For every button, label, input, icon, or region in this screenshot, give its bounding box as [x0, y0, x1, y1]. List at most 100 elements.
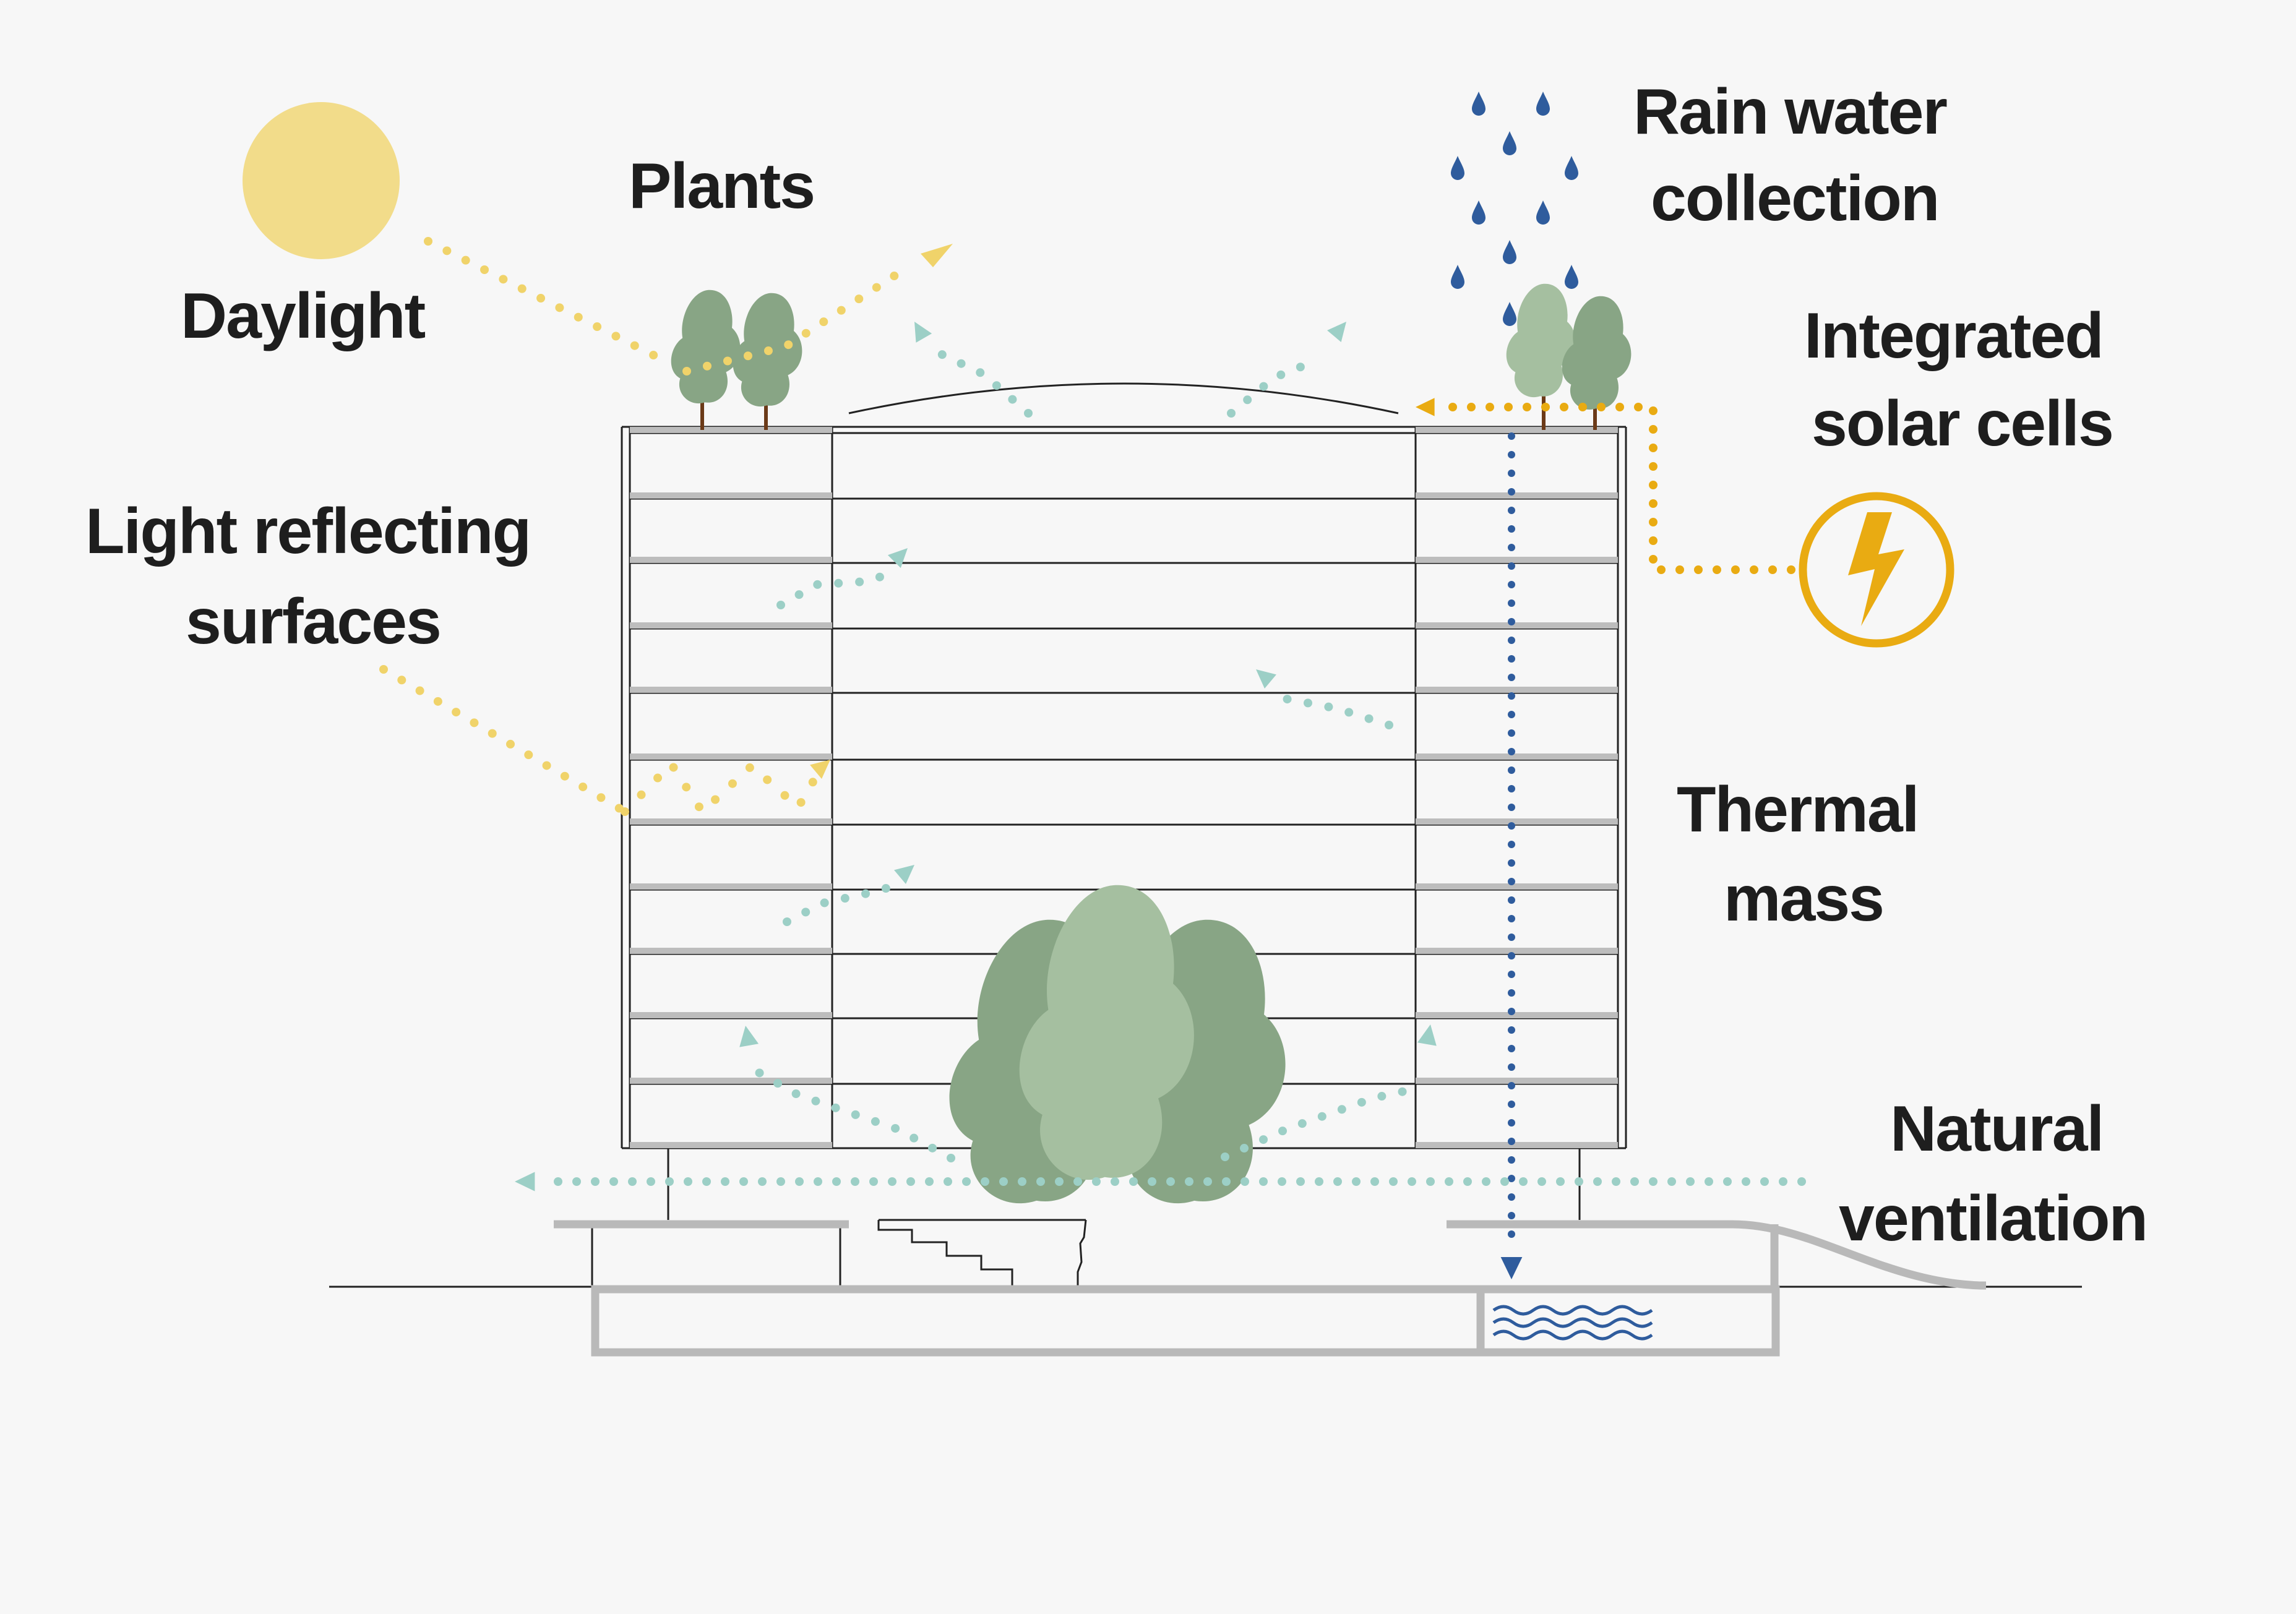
flow-dot — [1649, 1177, 1658, 1186]
flow-dot — [776, 1177, 785, 1186]
flow-dot — [596, 793, 606, 802]
flow-dot — [1537, 1177, 1546, 1186]
flow-dot — [1508, 692, 1515, 700]
raindrop-icon — [1503, 302, 1516, 326]
flow-dot — [1018, 1177, 1026, 1186]
flow-dot — [1508, 1119, 1515, 1127]
floor-slab — [630, 557, 832, 563]
flow-dot — [591, 1177, 600, 1186]
flow-dot — [813, 580, 822, 589]
flow-dot — [1686, 1177, 1695, 1186]
floor-slab — [630, 753, 832, 760]
flow-dot — [1508, 915, 1515, 922]
flow-dot — [925, 1177, 934, 1186]
flow-dot — [1508, 637, 1515, 644]
label-rain-water-line1: Rain water — [1633, 76, 1946, 148]
flow-dot — [637, 790, 646, 799]
flow-dot — [1508, 581, 1515, 588]
vent-roof-right — [1227, 363, 1305, 418]
flow-dot — [609, 1177, 618, 1186]
flow-dot — [851, 1177, 859, 1186]
tree-icon — [733, 293, 802, 430]
label-thermal-line1: Thermal — [1677, 774, 1919, 846]
light-reflect-arrowhead — [810, 760, 830, 779]
flow-dot — [1578, 403, 1587, 411]
flow-dot — [1760, 1177, 1769, 1186]
flow-dot — [891, 1123, 900, 1133]
flow-dot — [723, 356, 732, 366]
flow-dot — [1482, 1177, 1490, 1186]
flow-dot — [840, 894, 849, 903]
flow-dot — [1731, 565, 1740, 574]
flow-arrowhead — [739, 1026, 759, 1047]
flow-dot — [944, 1177, 952, 1186]
flow-dot — [1597, 403, 1606, 411]
flow-dot — [1797, 1177, 1806, 1186]
label-light-reflecting-line1: Light reflecting — [85, 496, 530, 567]
flow-dot — [1276, 370, 1286, 379]
flow-dot — [517, 284, 527, 293]
raindrop-icon — [1565, 265, 1578, 289]
flow-dot — [888, 1177, 896, 1186]
floor-slab — [630, 948, 832, 954]
flow-dot — [1560, 403, 1568, 411]
ventilation-ground — [554, 1177, 1806, 1186]
flow-dot — [1508, 841, 1515, 848]
flow-dot — [1504, 403, 1513, 411]
flow-dot — [1317, 1112, 1326, 1121]
flow-dot — [1649, 555, 1658, 564]
flow-dot — [834, 578, 843, 588]
flow-dot — [1324, 702, 1333, 711]
flow-dot — [1634, 403, 1643, 411]
flow-dot — [1389, 1177, 1398, 1186]
rain — [1451, 92, 1578, 326]
flow-arrowhead — [894, 865, 914, 885]
floor-slab — [630, 492, 832, 499]
flow-dot — [1385, 721, 1393, 729]
raindrop-icon — [1472, 200, 1486, 225]
flow-dot — [702, 1177, 711, 1186]
flow-dot — [1508, 859, 1515, 867]
flow-dot — [1259, 1135, 1268, 1144]
flow-dot — [1278, 1127, 1288, 1136]
flow-dot — [795, 1177, 804, 1186]
label-light-reflecting-line2: surfaces — [186, 586, 441, 658]
floor-slab — [630, 883, 832, 890]
tree-icon — [1506, 283, 1576, 430]
tree-icon — [1107, 919, 1286, 1204]
flow-dot — [506, 739, 515, 749]
flow-dot — [1508, 1101, 1515, 1108]
raindrop-icon — [1565, 156, 1578, 180]
flow-dot — [851, 1110, 860, 1119]
flow-dot — [1508, 896, 1515, 904]
flow-dot — [1352, 1177, 1361, 1186]
flow-dot — [1508, 599, 1515, 607]
floor-slab — [630, 622, 832, 629]
flow-dot — [1303, 698, 1312, 708]
label-plants: Plants — [629, 150, 814, 222]
flow-dot — [831, 1103, 840, 1112]
flow-dot — [1283, 695, 1292, 704]
flow-dot — [415, 686, 424, 695]
flow-dot — [1500, 1177, 1509, 1186]
flow-dot — [1508, 1175, 1515, 1182]
flow-dot — [906, 1177, 915, 1186]
flow-arrowhead — [1256, 669, 1276, 689]
flow-dot — [1768, 565, 1777, 574]
flow-dot — [560, 771, 569, 781]
flow-dot — [1408, 1177, 1416, 1186]
flow-dot — [611, 332, 621, 341]
flow-dot — [499, 275, 508, 284]
flow-dot — [647, 1177, 655, 1186]
flow-dot — [1508, 451, 1515, 458]
flow-dot — [1036, 1177, 1045, 1186]
flow-dot — [1344, 708, 1354, 717]
flow-dot — [1649, 462, 1658, 471]
flow-dot — [1694, 565, 1703, 574]
flow-dot — [871, 1117, 880, 1126]
flow-dot — [820, 898, 829, 908]
flow-dot — [1779, 1177, 1787, 1186]
flow-dot — [1259, 1177, 1268, 1186]
flow-dot — [1185, 1177, 1193, 1186]
